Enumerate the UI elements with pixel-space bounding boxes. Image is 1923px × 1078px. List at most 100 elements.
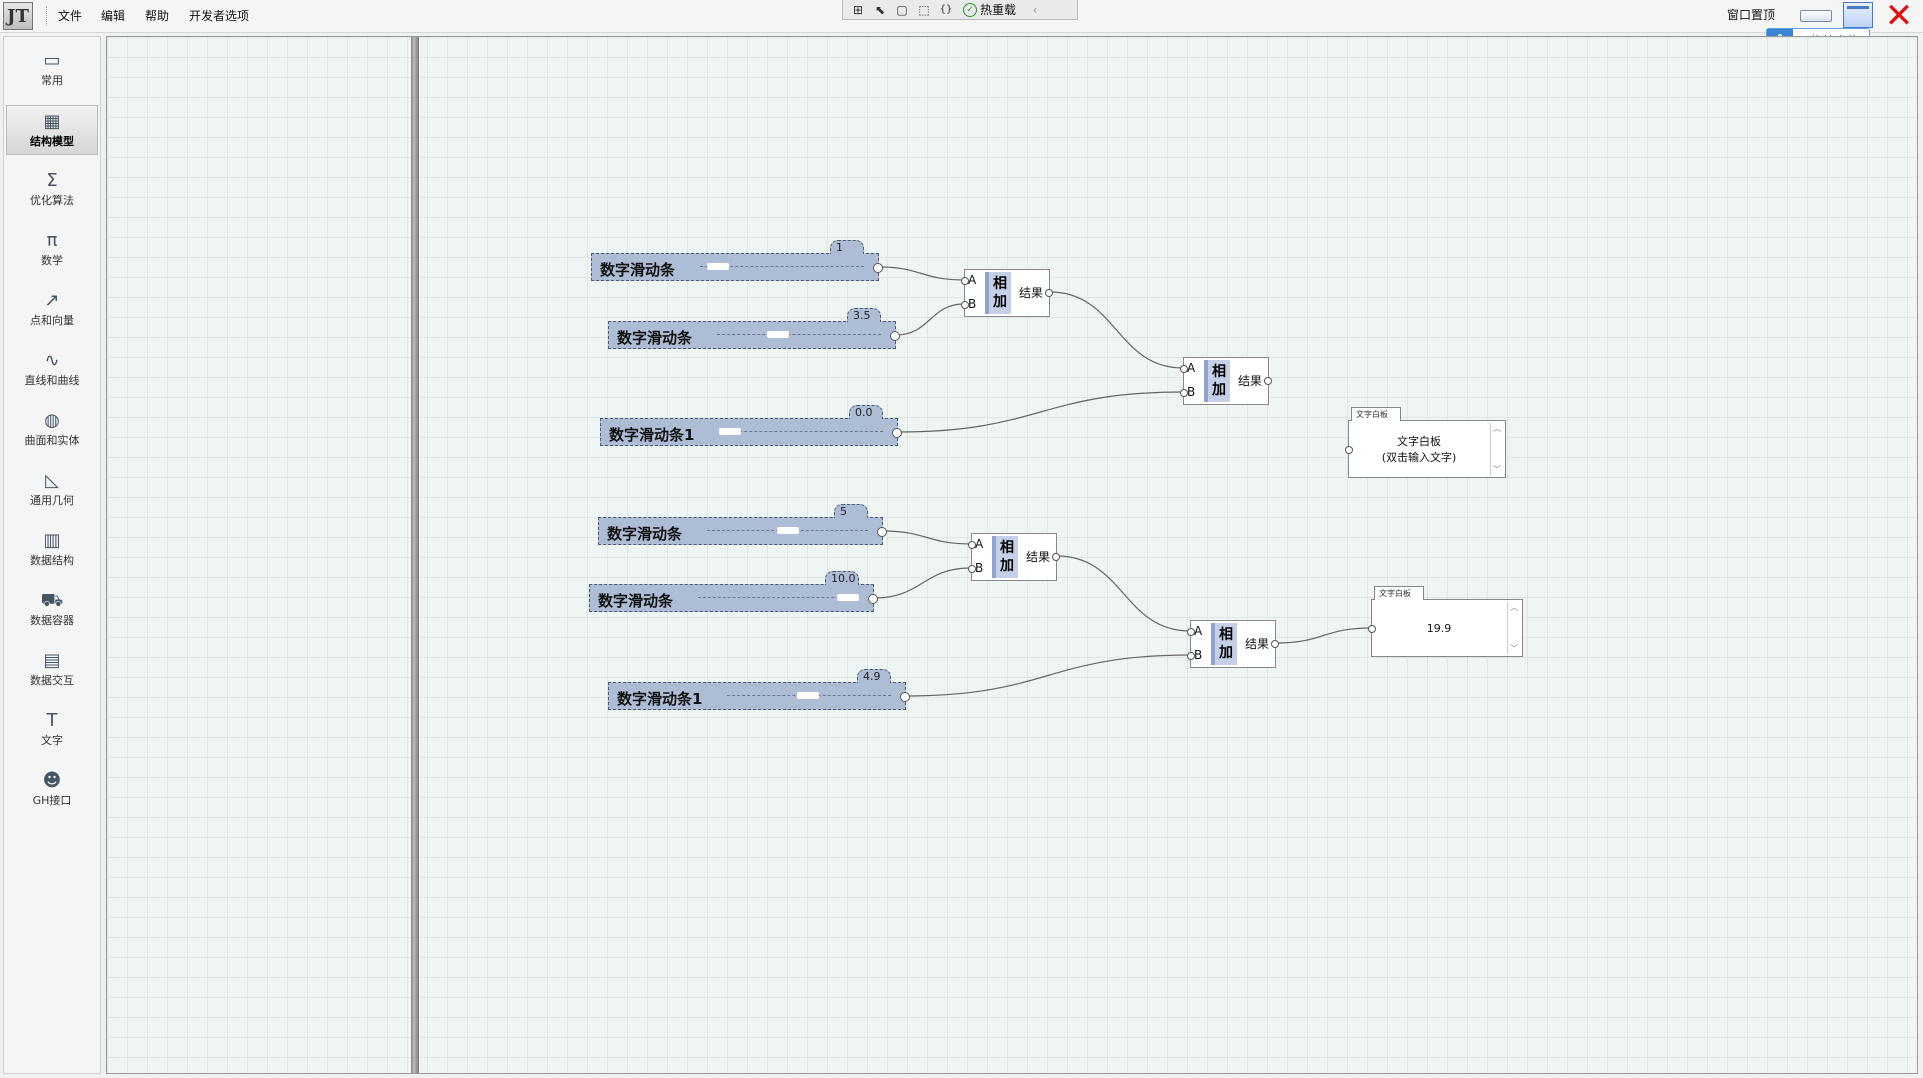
maximize-button[interactable]	[1843, 2, 1873, 28]
window-icon: ▭	[43, 50, 61, 71]
zoom-select-icon[interactable]: ⬚	[918, 2, 930, 17]
slider-knob[interactable]	[707, 263, 730, 270]
sidebar-item-0[interactable]: ▭常用	[6, 45, 98, 95]
result-output-port[interactable]	[1264, 377, 1272, 385]
wire	[1275, 627, 1372, 644]
menu-help[interactable]: 帮助	[145, 9, 170, 23]
wire	[897, 391, 1184, 433]
input-a-label: A	[1187, 361, 1196, 375]
sidebar-item-8[interactable]: ▥数据结构	[6, 525, 98, 575]
input-a-port[interactable]	[961, 277, 969, 285]
slider-output-port[interactable]	[877, 527, 887, 537]
sidebar-item-5[interactable]: ∿直线和曲线	[6, 345, 98, 395]
add-operator-label: 相 加	[1211, 623, 1237, 665]
frame-icon[interactable]: ▢	[896, 2, 908, 17]
sidebar-item-label: 数据结构	[30, 554, 74, 567]
input-b-port[interactable]	[1187, 652, 1195, 660]
result-output-port[interactable]	[1052, 553, 1060, 561]
sidebar-item-label: 数据容器	[30, 614, 74, 627]
add-box-icon[interactable]: ⊞	[852, 2, 864, 17]
hot-reload-toggle[interactable]: ✓ 热重载	[963, 1, 1016, 18]
slider-knob[interactable]	[796, 692, 819, 699]
panel-scrollbar[interactable]: ︿﹀	[1507, 602, 1520, 654]
slider-output-port[interactable]	[892, 428, 902, 438]
sidebar-item-label: 结构模型	[30, 135, 74, 148]
sidebar-item-10[interactable]: ▤数据交互	[6, 645, 98, 695]
slider-knob[interactable]	[766, 331, 789, 338]
input-b-port[interactable]	[961, 301, 969, 309]
sidebar-item-label: 曲面和实体	[24, 434, 80, 447]
slider-value-tab	[825, 571, 859, 585]
slider-track[interactable]	[698, 597, 859, 600]
menu-file[interactable]: 文件	[58, 9, 83, 23]
sidebar-item-4[interactable]: ↗点和向量	[6, 285, 98, 335]
window-pin-toggle[interactable]: 窗口置顶	[1727, 8, 1776, 22]
slider-value-tab	[830, 240, 864, 254]
input-a-port[interactable]	[1187, 628, 1195, 636]
slider-knob[interactable]	[776, 527, 799, 534]
slider-knob[interactable]	[719, 428, 741, 435]
curve-icon: ∿	[44, 350, 60, 371]
slider-value: 10.0	[831, 572, 856, 585]
result-output-port[interactable]	[1045, 289, 1053, 297]
text-panel-0[interactable]: 文字白板文字白板 (双击输入文字)︿﹀	[1345, 407, 1506, 478]
result-output-port[interactable]	[1271, 640, 1279, 648]
slider-output-port[interactable]	[900, 692, 910, 702]
wire	[1049, 291, 1184, 369]
slider-value: 1	[836, 241, 843, 254]
bracket-icon[interactable]: {}	[939, 4, 953, 15]
check-circle-icon: ✓	[963, 2, 977, 17]
slider-label: 数字滑动条1	[617, 690, 703, 708]
pointer-select-icon[interactable]: ⬉	[874, 2, 886, 17]
sidebar-item-12[interactable]: ☻GH接口	[6, 765, 98, 815]
input-a-port[interactable]	[968, 541, 976, 549]
slider-output-port[interactable]	[868, 594, 878, 604]
minimize-button[interactable]	[1800, 10, 1832, 22]
slider-label: 数字滑动条1	[609, 426, 695, 444]
sidebar-item-9[interactable]: ⛟数据容器	[6, 585, 98, 635]
menu-edit[interactable]: 编辑	[101, 9, 126, 23]
sidebar-item-label: 优化算法	[30, 194, 74, 207]
pi-icon: π	[46, 230, 58, 251]
menu-developer[interactable]: 开发者选项	[189, 9, 250, 23]
slider-track[interactable]	[719, 431, 883, 434]
sidebar-item-6[interactable]: ◍曲面和实体	[6, 405, 98, 455]
sidebar-item-1[interactable]: ▦结构模型	[6, 105, 98, 155]
sidebar-item-7[interactable]: ◺通用几何	[6, 465, 98, 515]
slider-track[interactable]	[717, 334, 881, 337]
canvas-toolbar: ⊞ ⬉ ▢ ⬚ {} ✓ 热重载 ‹	[842, 0, 1078, 20]
wire	[1056, 555, 1191, 632]
canvas-splitter[interactable]	[411, 37, 419, 1073]
panel-input-port[interactable]	[1345, 446, 1353, 454]
panel-title: 文字白板	[1351, 407, 1401, 421]
slider-output-port[interactable]	[873, 263, 883, 273]
input-a-label: A	[975, 537, 984, 551]
slider-track[interactable]	[700, 266, 864, 269]
input-a-port[interactable]	[1180, 365, 1188, 373]
collapse-left-icon[interactable]: ‹	[1032, 2, 1038, 17]
slider-output-port[interactable]	[890, 331, 900, 341]
panel-scrollbar[interactable]: ︿﹀	[1490, 423, 1503, 475]
slider-knob[interactable]	[837, 594, 859, 601]
close-button[interactable]: ✕	[1884, 0, 1914, 36]
wire	[895, 303, 965, 336]
sidebar-item-label: 点和向量	[30, 314, 74, 327]
input-b-port[interactable]	[1180, 389, 1188, 397]
panel-input-port[interactable]	[1368, 625, 1376, 633]
input-b-port[interactable]	[968, 565, 976, 573]
